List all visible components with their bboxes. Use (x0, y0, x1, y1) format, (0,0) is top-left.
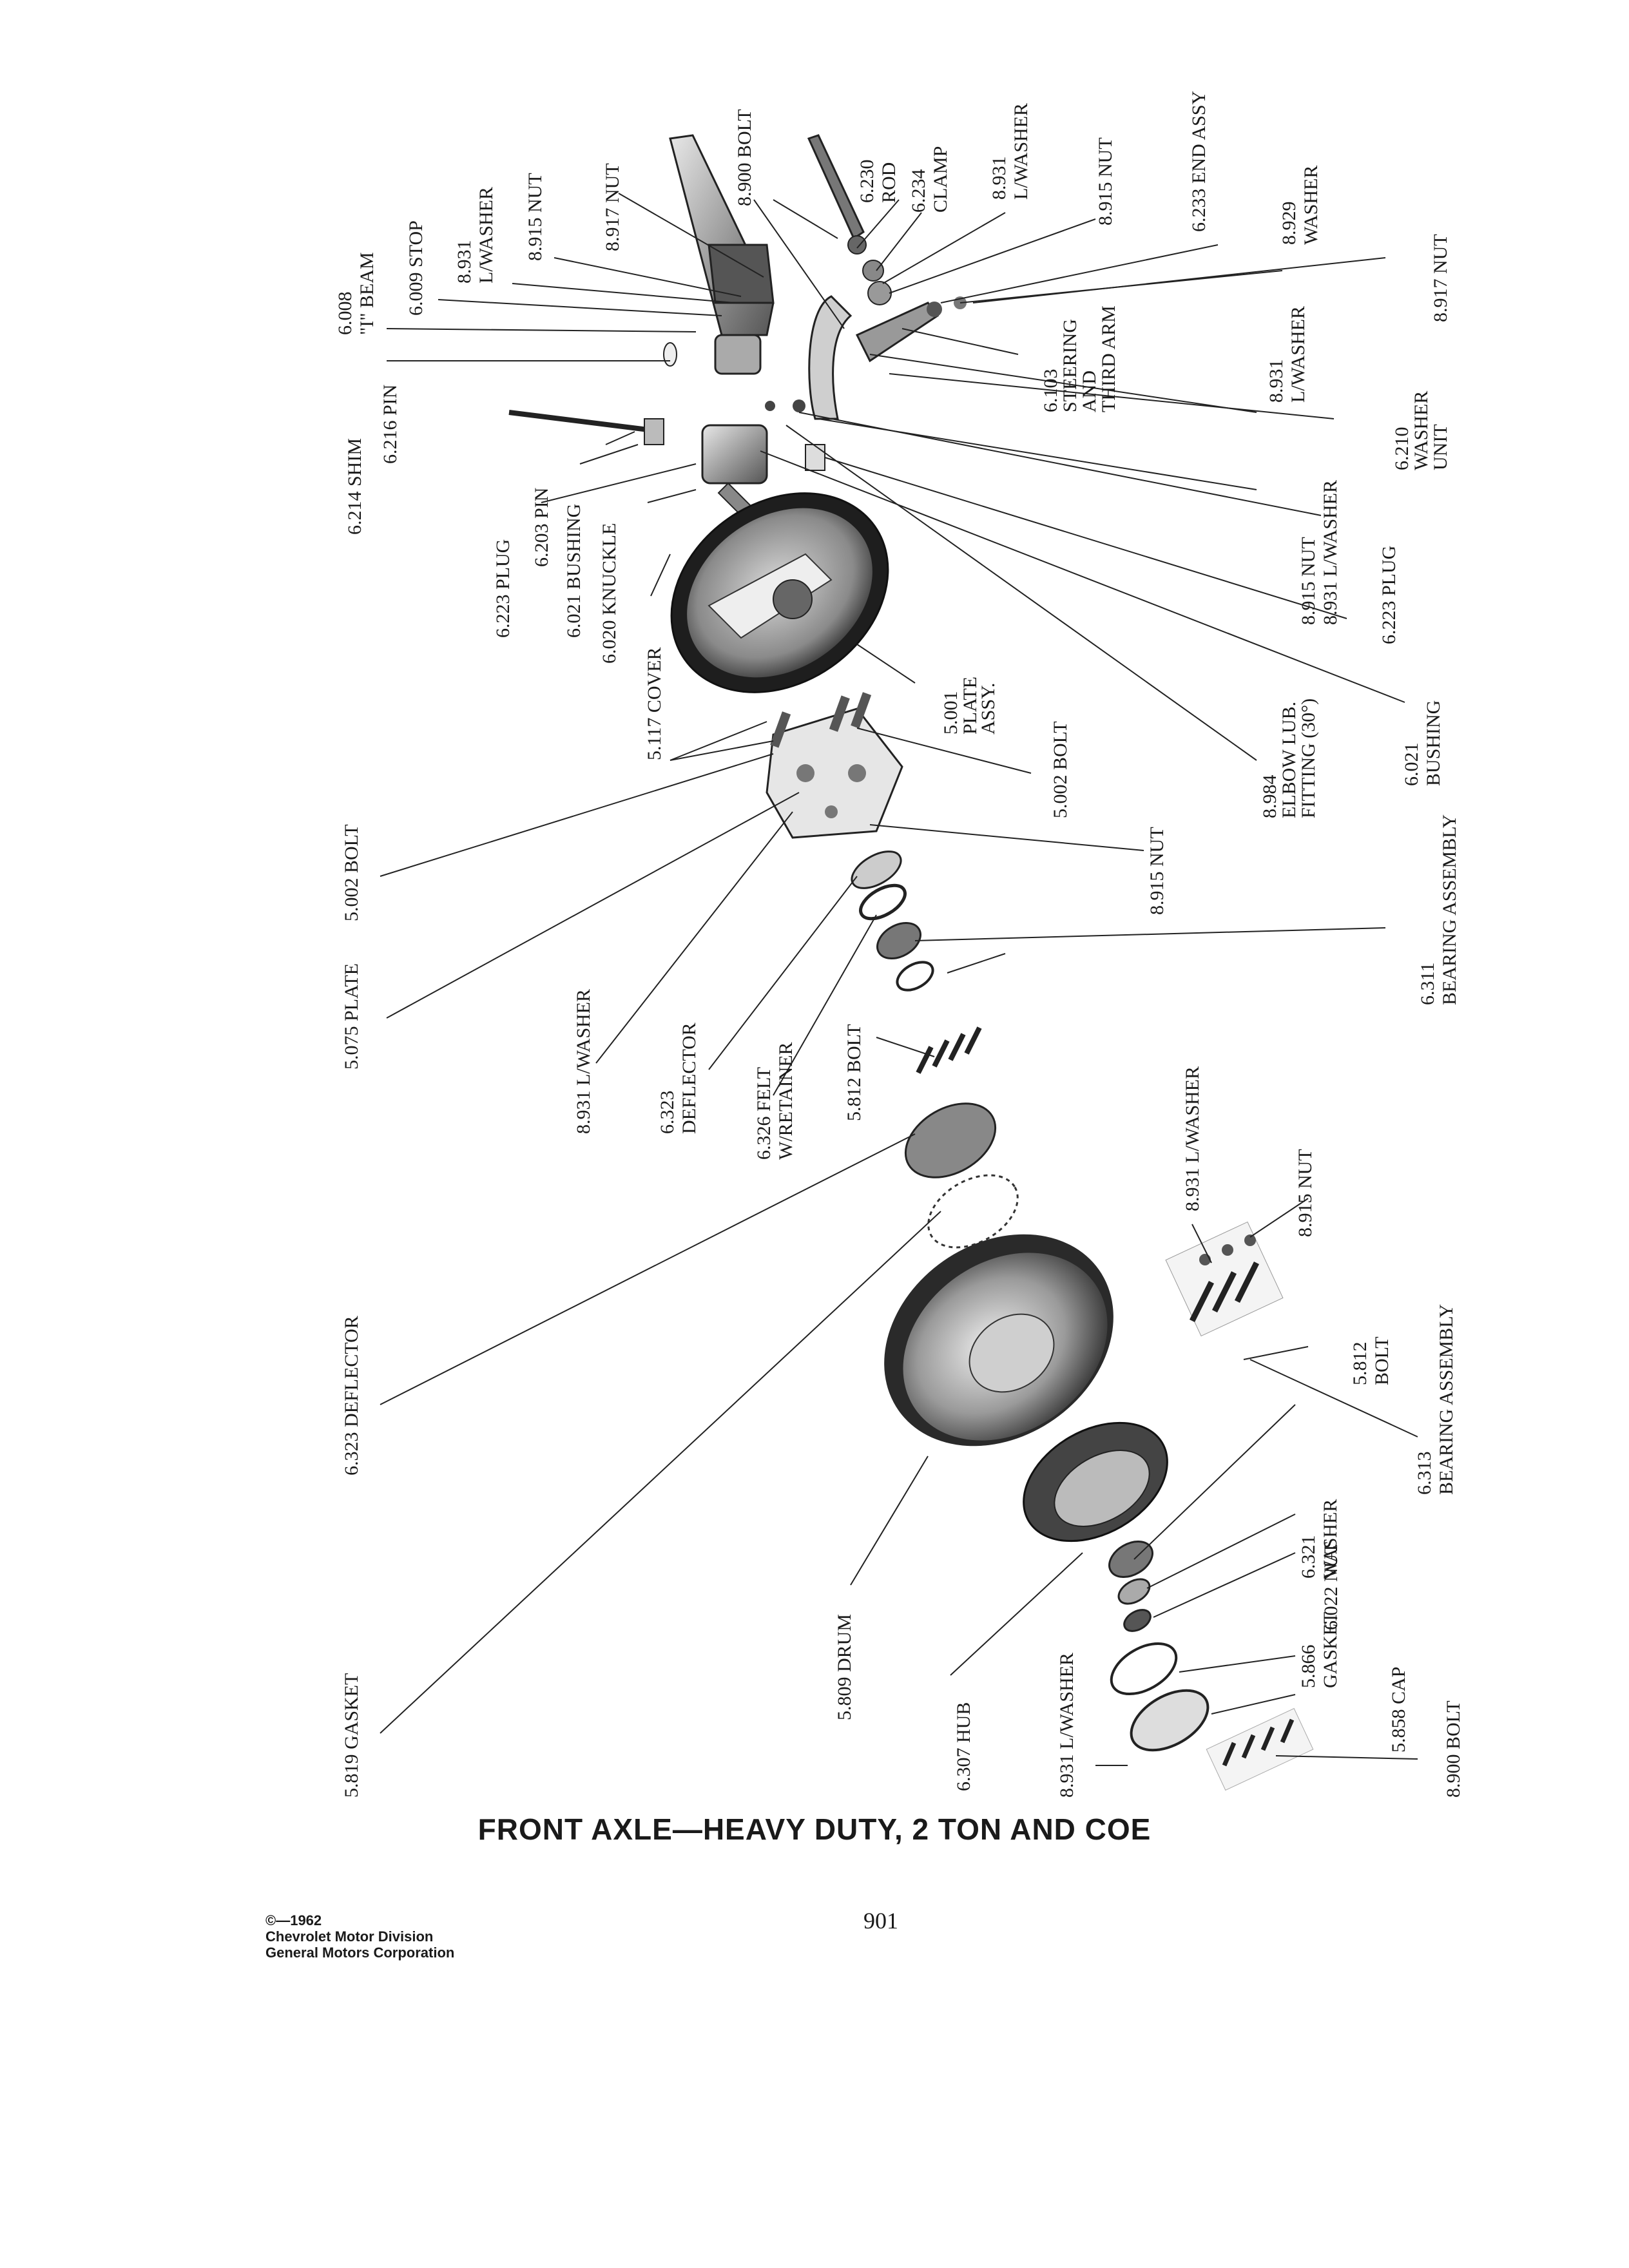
label-lw-low: 8.931 L/WASHER (1182, 1066, 1203, 1211)
label-deflector-mid: 6.323DEFLECTOR (657, 1023, 700, 1134)
label-nut-8917-right: 8.917 NUT (1430, 234, 1451, 322)
callout-labels: 6.008"I" BEAM 6.214 SHIM 6.009 STOP 8.93… (334, 91, 1464, 1798)
copyright-year: ©—1962 (265, 1912, 322, 1928)
label-washer-6321: 6.321WASHER (1298, 1499, 1341, 1579)
label-plug-right: 6.223 PLUG (1378, 546, 1400, 644)
label-nut-low: 8.915 NUT (1295, 1149, 1316, 1237)
label-bearing-6313: 6.313BEARING ASSEMBLY (1414, 1304, 1457, 1495)
bolt-cluster-part (1165, 1221, 1284, 1337)
label-cap: 5.858 CAP (1388, 1667, 1409, 1753)
plug-part (805, 444, 825, 471)
label-rod: 6.230ROD (856, 160, 900, 204)
label-gasket-5819: 5.819 GASKET (341, 1673, 362, 1798)
label-pin-6203: 6.203 PIN (531, 488, 552, 567)
label-hub: 6.307 HUB (953, 1702, 974, 1791)
page-title: FRONT AXLE—HEAVY DUTY, 2 TON AND COE (477, 1812, 1152, 1846)
label-nut-8917-top: 8.917 NUT (602, 163, 623, 251)
i-beam-part (669, 134, 775, 336)
label-plate-5075: 5.075 PLATE (341, 963, 362, 1070)
shim-part (663, 342, 677, 367)
label-nut-top-left: 8.915 NUT (525, 173, 546, 261)
felt-ring-part (859, 883, 907, 921)
bearing-race-part (896, 961, 934, 992)
label-plate-assy: 5.001PLATEASSY. (940, 677, 999, 735)
label-washer-8929: 8.929WASHER (1278, 166, 1322, 245)
label-bearing-6311: 6.311BEARING ASSEMBLY (1417, 814, 1460, 1005)
label-i-beam: 6.008"I" BEAM (334, 252, 378, 335)
label-steering-arm: 6.103STEERINGANDTHIRD ARM (1040, 305, 1119, 412)
brake-plate-part (670, 492, 889, 693)
label-felt: 6.326 FELTW/RETAINER (753, 1042, 796, 1160)
deflector-ring-part (851, 850, 902, 889)
label-lw-top-left: 8.931L/WASHER (454, 187, 497, 284)
label-plug-left: 6.223 PLUG (492, 539, 514, 638)
label-nut-8915-mid: 8.915 NUT (1146, 827, 1168, 915)
label-bolt-8900-top: 8.900 BOLT (734, 109, 755, 206)
cap-part (1130, 1689, 1210, 1752)
label-lw-bottom: 8.931 L/WASHER (1056, 1653, 1077, 1798)
label-stop: 6.009 STOP (405, 220, 427, 316)
label-gasket-5866: 5.866GASKET (1298, 1612, 1341, 1688)
label-cover: 5.117 COVER (644, 647, 665, 760)
copyright-corporation: General Motors Corporation (265, 1945, 455, 1961)
label-clamp: 6.234CLAMP (908, 146, 951, 213)
label-bolt-8900-bottom: 8.900 BOLT (1443, 1700, 1464, 1798)
bolt-row-8900-part (1206, 1707, 1314, 1791)
bolt-row-5812-part (916, 1026, 982, 1074)
label-lw-right: 8.931L/WASHER (1266, 306, 1309, 403)
label-lw-top: 8.931L/WASHER (988, 103, 1032, 200)
gasket-5866-part (1110, 1642, 1178, 1696)
deflector-part (904, 1102, 997, 1178)
label-bolt-5002-mid: 5.002 BOLT (1050, 721, 1071, 818)
label-elbow: 8.984ELBOW LUB.FITTING (30°) (1259, 698, 1319, 818)
label-knuckle: 6.020 KNUCKLE (599, 523, 620, 664)
bearing-6311-part (876, 922, 921, 959)
copyright-block: ©—1962 Chevrolet Motor Division General … (265, 1912, 454, 1961)
label-lw-mid: 8.931 L/WASHER (573, 989, 594, 1134)
leader-lines (380, 193, 1418, 1766)
nut-6022-part (1123, 1609, 1152, 1632)
label-nut-6022: 6.022 NUT (1320, 1542, 1342, 1630)
label-bolt-5002-left: 5.002 BOLT (341, 824, 362, 921)
washer-6321-part (1117, 1578, 1151, 1605)
page-number: 901 (863, 1908, 898, 1934)
label-shim: 6.214 SHIM (344, 438, 365, 535)
label-bushing-right: 6.021BUSHING (1401, 700, 1444, 786)
pin-part (508, 410, 664, 434)
label-bushing-left: 6.021 BUSHING (563, 504, 584, 638)
label-bolt-5812: 5.812 BOLT (843, 1024, 865, 1121)
copyright-division: Chevrolet Motor Division (265, 1928, 434, 1945)
label-washer-unit: 6.210WASHERUNIT (1391, 391, 1451, 470)
bearing-6313-part (1108, 1541, 1153, 1578)
label-bolt-5812-low: 5.812BOLT (1349, 1336, 1393, 1385)
bushing-part (644, 418, 664, 445)
steering-arm-part (808, 295, 967, 420)
label-deflector-left: 6.323 DEFLECTOR (341, 1316, 362, 1475)
label-end-assy: 6.233 END ASSY (1188, 91, 1210, 232)
gasket-5819-part (927, 1174, 1019, 1249)
label-drum: 5.809 DRUM (834, 1614, 855, 1720)
tie-rod-part (807, 134, 892, 305)
drum-part (884, 1234, 1113, 1446)
hub-part (1023, 1421, 1168, 1542)
label-nut-lw-right: 8.915 NUT8.931 L/WASHER (1298, 480, 1341, 625)
label-pin-6216: 6.216 PIN (380, 385, 401, 464)
label-nut-top-right: 8.915 NUT (1095, 137, 1116, 226)
plate-bolts-part (770, 692, 872, 748)
